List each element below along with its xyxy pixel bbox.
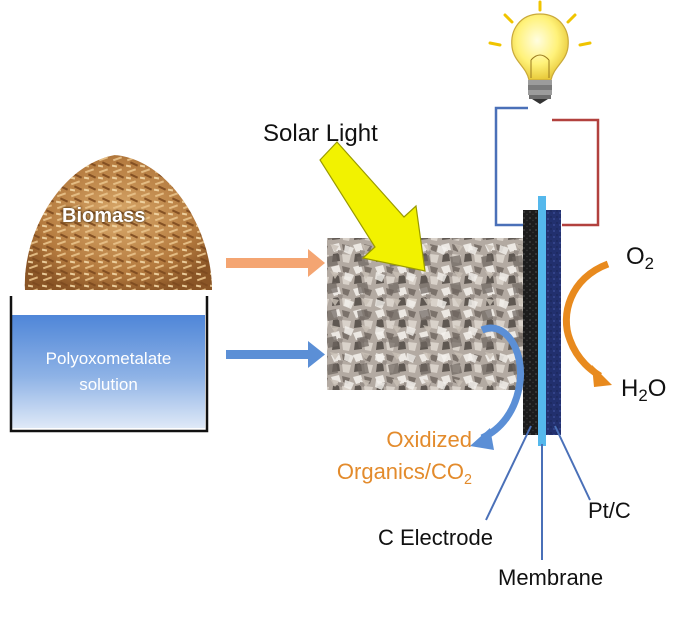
o2-label-sub: 2 [644, 254, 655, 274]
membrane-plate [538, 196, 546, 446]
c-electrode-label: C Electrode [378, 525, 493, 550]
biomass-label: Biomass [62, 205, 146, 227]
solution-input-arrow [226, 341, 325, 368]
solution-container [9, 296, 209, 433]
o2-label: O2 [626, 243, 654, 274]
h2o-label-h: H [621, 375, 639, 402]
oxidized-organics-arrow [470, 324, 525, 450]
o2-to-h2o-arrow [562, 260, 612, 387]
h2o-label-sub: 2 [638, 386, 648, 406]
membrane-label: Membrane [498, 565, 604, 590]
pt-c-label: Pt/C [588, 498, 631, 523]
oxidized-label-line2-base: Organics/CO [336, 459, 465, 484]
oxidized-label-line1: Oxidized [386, 427, 472, 452]
wire-positive [552, 118, 600, 227]
h2o-label-o: O [647, 375, 667, 402]
biomass-pile-image [24, 155, 213, 290]
h2o-label: H2O [621, 375, 666, 406]
oxidized-label-line2-sub: 2 [464, 472, 472, 488]
o2-label-base: O [626, 243, 645, 270]
oxidized-label-line2: Organics/CO2 [337, 456, 472, 496]
solar-light-label: Solar Light [263, 120, 378, 147]
gravel-texture [327, 238, 523, 390]
solution-label-line1: Polyoxometalate [45, 349, 172, 368]
c-electrode-plate [523, 210, 538, 435]
solar-light-arrow [319, 141, 426, 272]
oxidized-organics-label: Oxidized Organics/CO2 [337, 424, 472, 496]
wire-negative [494, 106, 528, 227]
pt-c-electrode-plate [546, 210, 561, 435]
c-electrode-callout [485, 425, 532, 521]
pt-c-callout [554, 425, 591, 501]
biomass-input-arrow [226, 249, 325, 277]
light-bulb-icon [488, 0, 592, 104]
solution-label: Polyoxometalate solution [12, 346, 205, 398]
solution-label-line2: solution [79, 375, 138, 394]
